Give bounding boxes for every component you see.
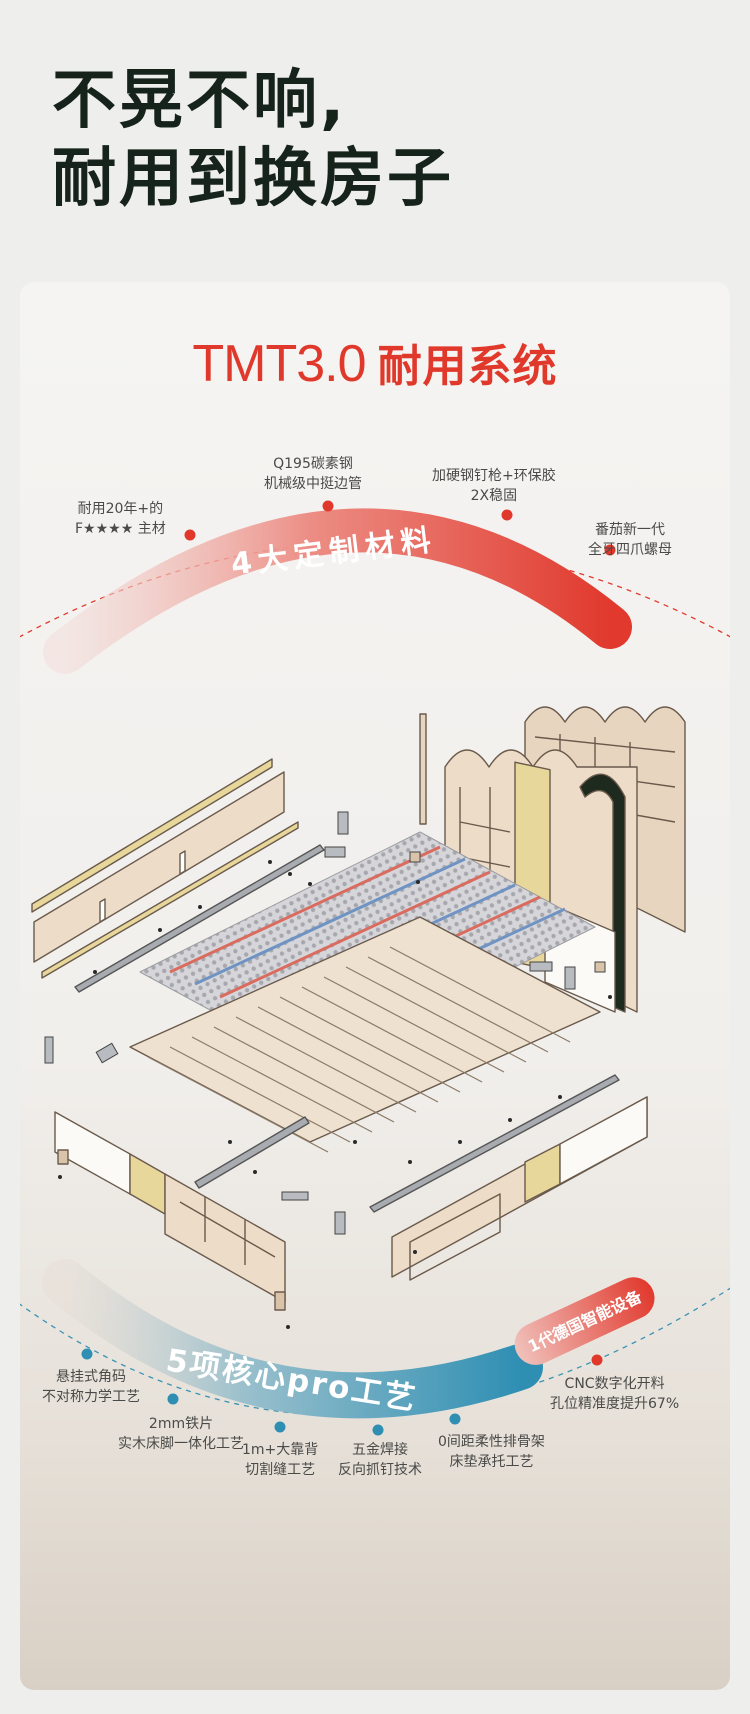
material-label-1: 耐用20年+的 F★★★★ 主材 xyxy=(75,501,166,537)
bracket-5 xyxy=(281,1191,309,1201)
right-steel-rail xyxy=(369,1074,620,1213)
left-rail-base xyxy=(41,821,299,979)
headline-line-2: 耐用到换房子 xyxy=(52,142,454,216)
materials-band xyxy=(43,508,632,674)
bracket-4 xyxy=(95,1042,119,1064)
material-label-2: Q195碳素钢 机械级中挺边管 xyxy=(264,456,362,492)
slats xyxy=(147,946,571,1153)
headboard-side-post xyxy=(419,713,427,825)
craft-label-4: 五金焊接 反向抓钉技术 xyxy=(338,1442,422,1478)
craft-label-2: 2mm铁片 实木床脚一体化工艺 xyxy=(118,1416,244,1452)
bracket-8 xyxy=(529,961,553,972)
headline-line-1: 不晃不响, xyxy=(52,64,348,138)
bracket-10 xyxy=(594,961,606,973)
hardware xyxy=(44,811,606,1235)
craft-dot-2 xyxy=(167,1393,179,1405)
bracket-3 xyxy=(44,1036,54,1064)
material-dot-3 xyxy=(501,509,513,521)
center-beam xyxy=(194,1116,310,1189)
material-dot-4 xyxy=(604,544,616,556)
bed-exploded-view xyxy=(31,706,686,1311)
left-rail-board xyxy=(33,771,285,963)
craft-badge: 1代德国智能设备 xyxy=(514,1277,655,1365)
left-rail-padding xyxy=(31,758,273,913)
craft-dot-3 xyxy=(274,1421,286,1433)
bracket-9 xyxy=(409,851,421,863)
material-label-3: 加硬钢钉枪+环保胶 2X稳固 xyxy=(432,468,556,504)
illustration: 4大定制材料 xyxy=(20,500,730,1436)
craft-label-5: 0间距柔性排骨架 床垫承托工艺 xyxy=(438,1434,545,1470)
right-rail-white xyxy=(559,1096,648,1185)
craft-label-1: 悬挂式角码 不对称力学工艺 xyxy=(42,1369,140,1405)
right-rail-padding xyxy=(524,1143,561,1203)
material-dot-1 xyxy=(184,529,196,541)
bracket-2 xyxy=(324,846,346,858)
footboard-leg xyxy=(274,1291,286,1311)
bracket-1 xyxy=(337,811,349,835)
craft-dot-4 xyxy=(372,1424,384,1436)
craft-dot-6 xyxy=(591,1354,603,1366)
crafts-band xyxy=(42,1259,543,1419)
material-dot-2 xyxy=(322,500,334,512)
bracket-7 xyxy=(564,966,576,990)
bracket-6 xyxy=(334,1211,346,1235)
footboard-leg-left xyxy=(57,1149,69,1165)
system-title-cjk: 耐用系统 xyxy=(377,341,558,392)
craft-dot-5 xyxy=(449,1413,461,1425)
footboard-wood xyxy=(164,1173,286,1303)
left-steel-rail xyxy=(74,844,325,993)
headline: 不晃不响, 耐用到换房子 xyxy=(52,62,454,218)
craft-dot-1 xyxy=(81,1348,93,1360)
screws xyxy=(58,860,612,1329)
footboard-padding xyxy=(129,1153,166,1215)
craft-label-3: 1m+大靠背 切割缝工艺 xyxy=(242,1442,319,1478)
system-title-latin: TMT3.0 xyxy=(192,335,366,393)
material-label-4: 番茄新一代 全牙四爪螺母 xyxy=(588,522,672,558)
craft-label-6: CNC数字化开料 孔位精准度提升67% xyxy=(550,1376,680,1412)
